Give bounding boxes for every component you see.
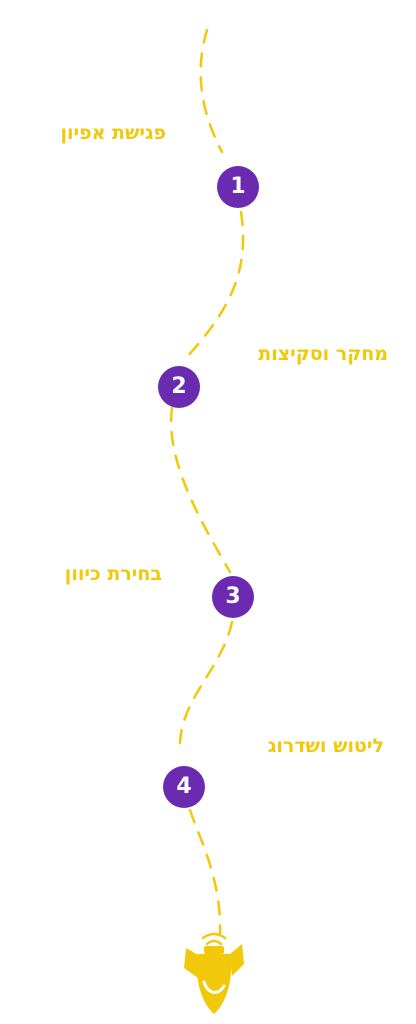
step-number-4: 4 bbox=[176, 774, 192, 799]
step-label-1: פגישת אפיון bbox=[60, 122, 166, 144]
step-number-2: 2 bbox=[171, 374, 187, 399]
step-label-2: מחקר וסקיצות bbox=[258, 343, 388, 365]
step-circle-1: 1 bbox=[217, 166, 259, 208]
step-label-4: ליטוש ושדרוג bbox=[267, 735, 384, 757]
step-circle-4: 4 bbox=[163, 766, 205, 808]
rocket-icon bbox=[184, 932, 244, 1014]
step-label-3: בחירת כיוון bbox=[64, 563, 162, 585]
step-number-3: 3 bbox=[225, 584, 241, 609]
step-number-1: 1 bbox=[230, 174, 246, 199]
step-circle-2: 2 bbox=[158, 366, 200, 408]
step-circle-3: 3 bbox=[212, 576, 254, 618]
